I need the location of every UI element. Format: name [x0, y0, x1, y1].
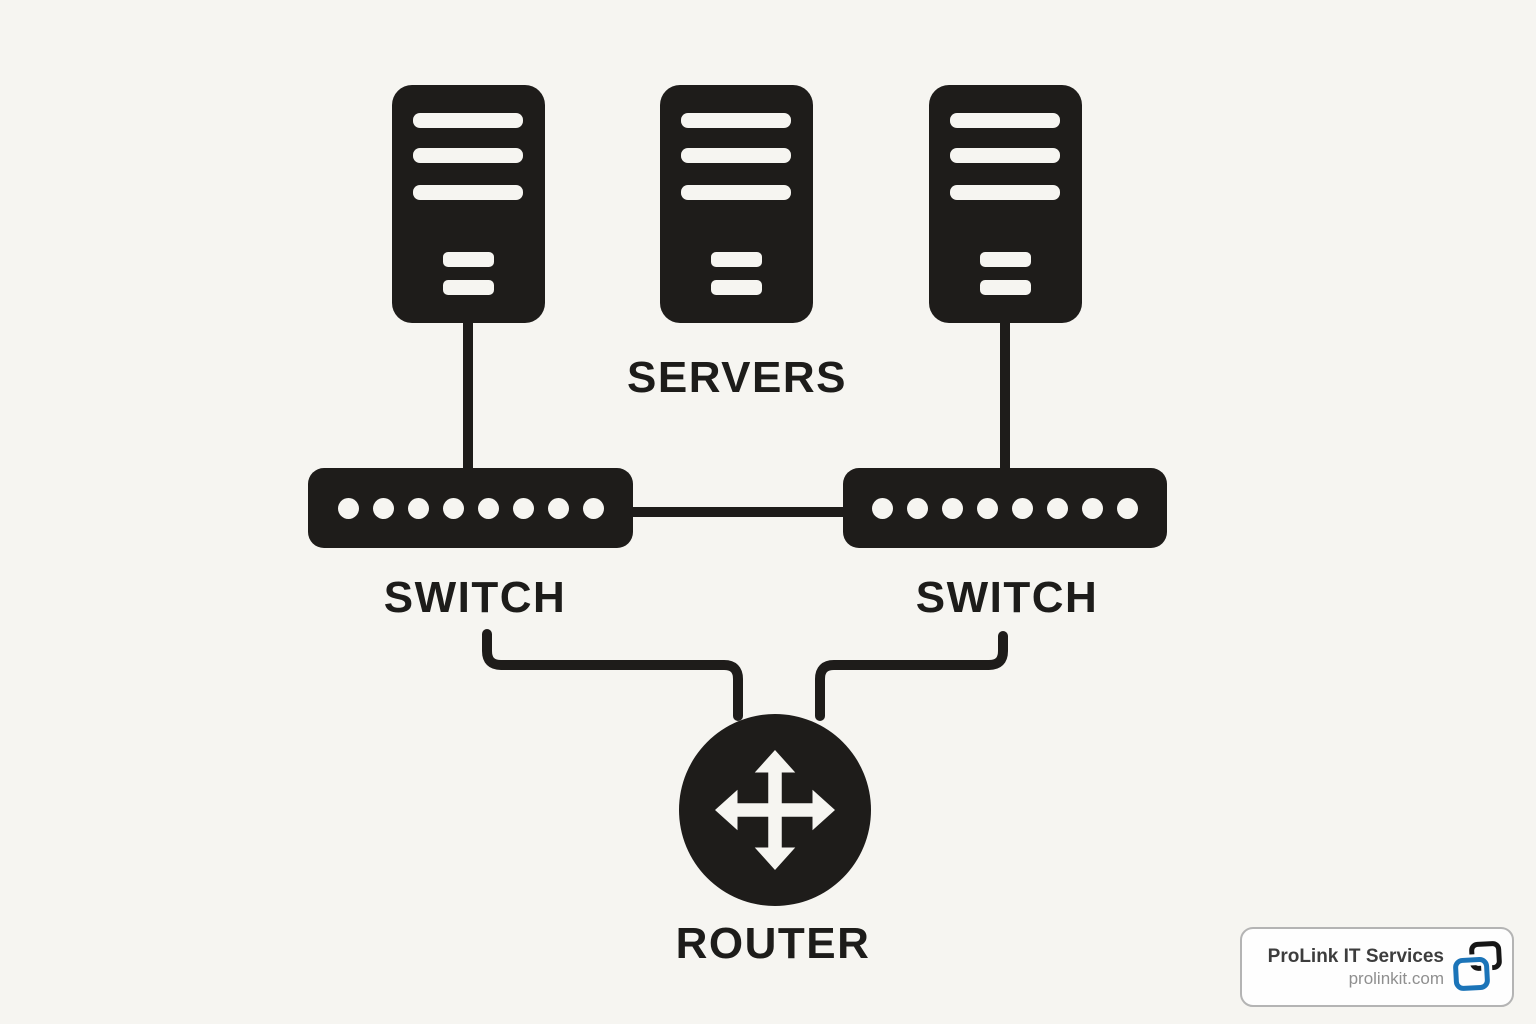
server-drive-bar: [443, 280, 494, 295]
server-slot-bar: [413, 148, 523, 163]
server-slot-bar: [950, 185, 1060, 200]
router-icon: [679, 714, 871, 906]
server-slot-bar: [681, 185, 791, 200]
switch-left-label: SWITCH: [383, 573, 567, 622]
switch-port-dot: [1047, 497, 1068, 519]
switch-port-dot: [372, 497, 394, 519]
server-drive-bar: [980, 252, 1031, 267]
server-slot-bar: [950, 113, 1060, 128]
switch-right-label: SWITCH: [915, 573, 1099, 622]
switch-port-dot: [477, 497, 499, 519]
prolink-overlapping-squares-icon: [1452, 941, 1502, 994]
switch-port-dot: [942, 497, 963, 519]
switch-icon-left: [308, 468, 633, 548]
server-slot-bar: [950, 148, 1060, 163]
watermark-company-name: ProLink IT Services: [1267, 945, 1444, 967]
server-slot-bar: [681, 148, 791, 163]
watermark-text-block: ProLink IT Services prolinkit.com: [1268, 945, 1444, 990]
server-icon-2: [660, 85, 813, 323]
servers-label: SERVERS: [627, 353, 847, 402]
watermark-card: ProLink IT Services prolinkit.com: [1240, 927, 1514, 1007]
router-label: ROUTER: [675, 919, 871, 968]
switch-port-dot: [1012, 497, 1033, 519]
server-drive-bar: [980, 280, 1031, 295]
switch-port-dot: [337, 497, 359, 519]
server-drive-bar: [711, 252, 762, 267]
server-icon-3: [929, 85, 1082, 323]
switch-port-dot: [512, 497, 534, 519]
server-slot-bar: [413, 185, 523, 200]
switch-port-dot: [547, 497, 569, 519]
server-drive-bar: [711, 280, 762, 295]
switch-port-dot: [1082, 497, 1103, 519]
switch-port-dot: [977, 497, 998, 519]
switch-port-dot: [407, 497, 429, 519]
switch-port-dot: [442, 497, 464, 519]
watermark-website: prolinkit.com: [1348, 969, 1444, 989]
connector-switch-left-router: [482, 629, 743, 721]
server-drive-bar: [443, 252, 494, 267]
switch-port-dot: [1117, 497, 1138, 519]
switch-port-dot: [907, 497, 928, 519]
router-cross-arrows-icon: [715, 750, 835, 870]
server-slot-bar: [681, 113, 791, 128]
connector-switch-right-router: [815, 631, 1008, 721]
server-slot-bar: [413, 113, 523, 128]
switch-icon-right: [843, 468, 1167, 548]
switch-port-dot: [872, 497, 893, 519]
server-icon-1: [392, 85, 545, 323]
switch-port-dot: [582, 497, 604, 519]
